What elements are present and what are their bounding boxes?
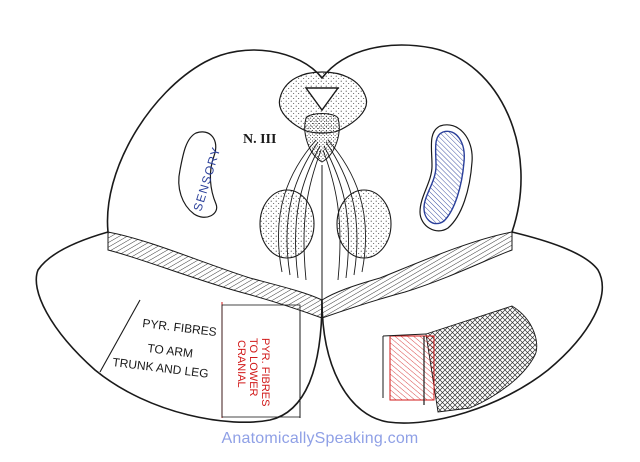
red-nucleus-left xyxy=(259,189,315,259)
right-crus-crosshatch xyxy=(425,305,538,413)
pyr-cranial-label-group: PYR. FIBRES TO LOWER CRANIAL xyxy=(235,338,271,406)
right-crus-top-line xyxy=(382,333,427,337)
substantia-nigra-right xyxy=(321,231,513,319)
pyr-cranial-line3: CRANIAL xyxy=(235,340,247,388)
pyr-cranial-line1: PYR. FIBRES xyxy=(259,338,271,406)
pyr-cranial-line2: TO LOWER xyxy=(247,338,259,397)
sensory-region-outline xyxy=(178,131,218,218)
crus-division-line xyxy=(99,299,141,373)
pyr-arm-line2: TO ARM xyxy=(147,341,194,360)
red-nucleus-right xyxy=(336,189,392,259)
pyramidal-cranial-region xyxy=(221,304,301,418)
cerebral-aqueduct xyxy=(304,87,340,112)
watermark: AnatomicallySpeaking.com xyxy=(221,430,419,447)
medial-lemniscus-right xyxy=(423,130,465,225)
right-crus-red-region xyxy=(389,335,435,401)
nerve-label: N. III xyxy=(243,132,276,147)
